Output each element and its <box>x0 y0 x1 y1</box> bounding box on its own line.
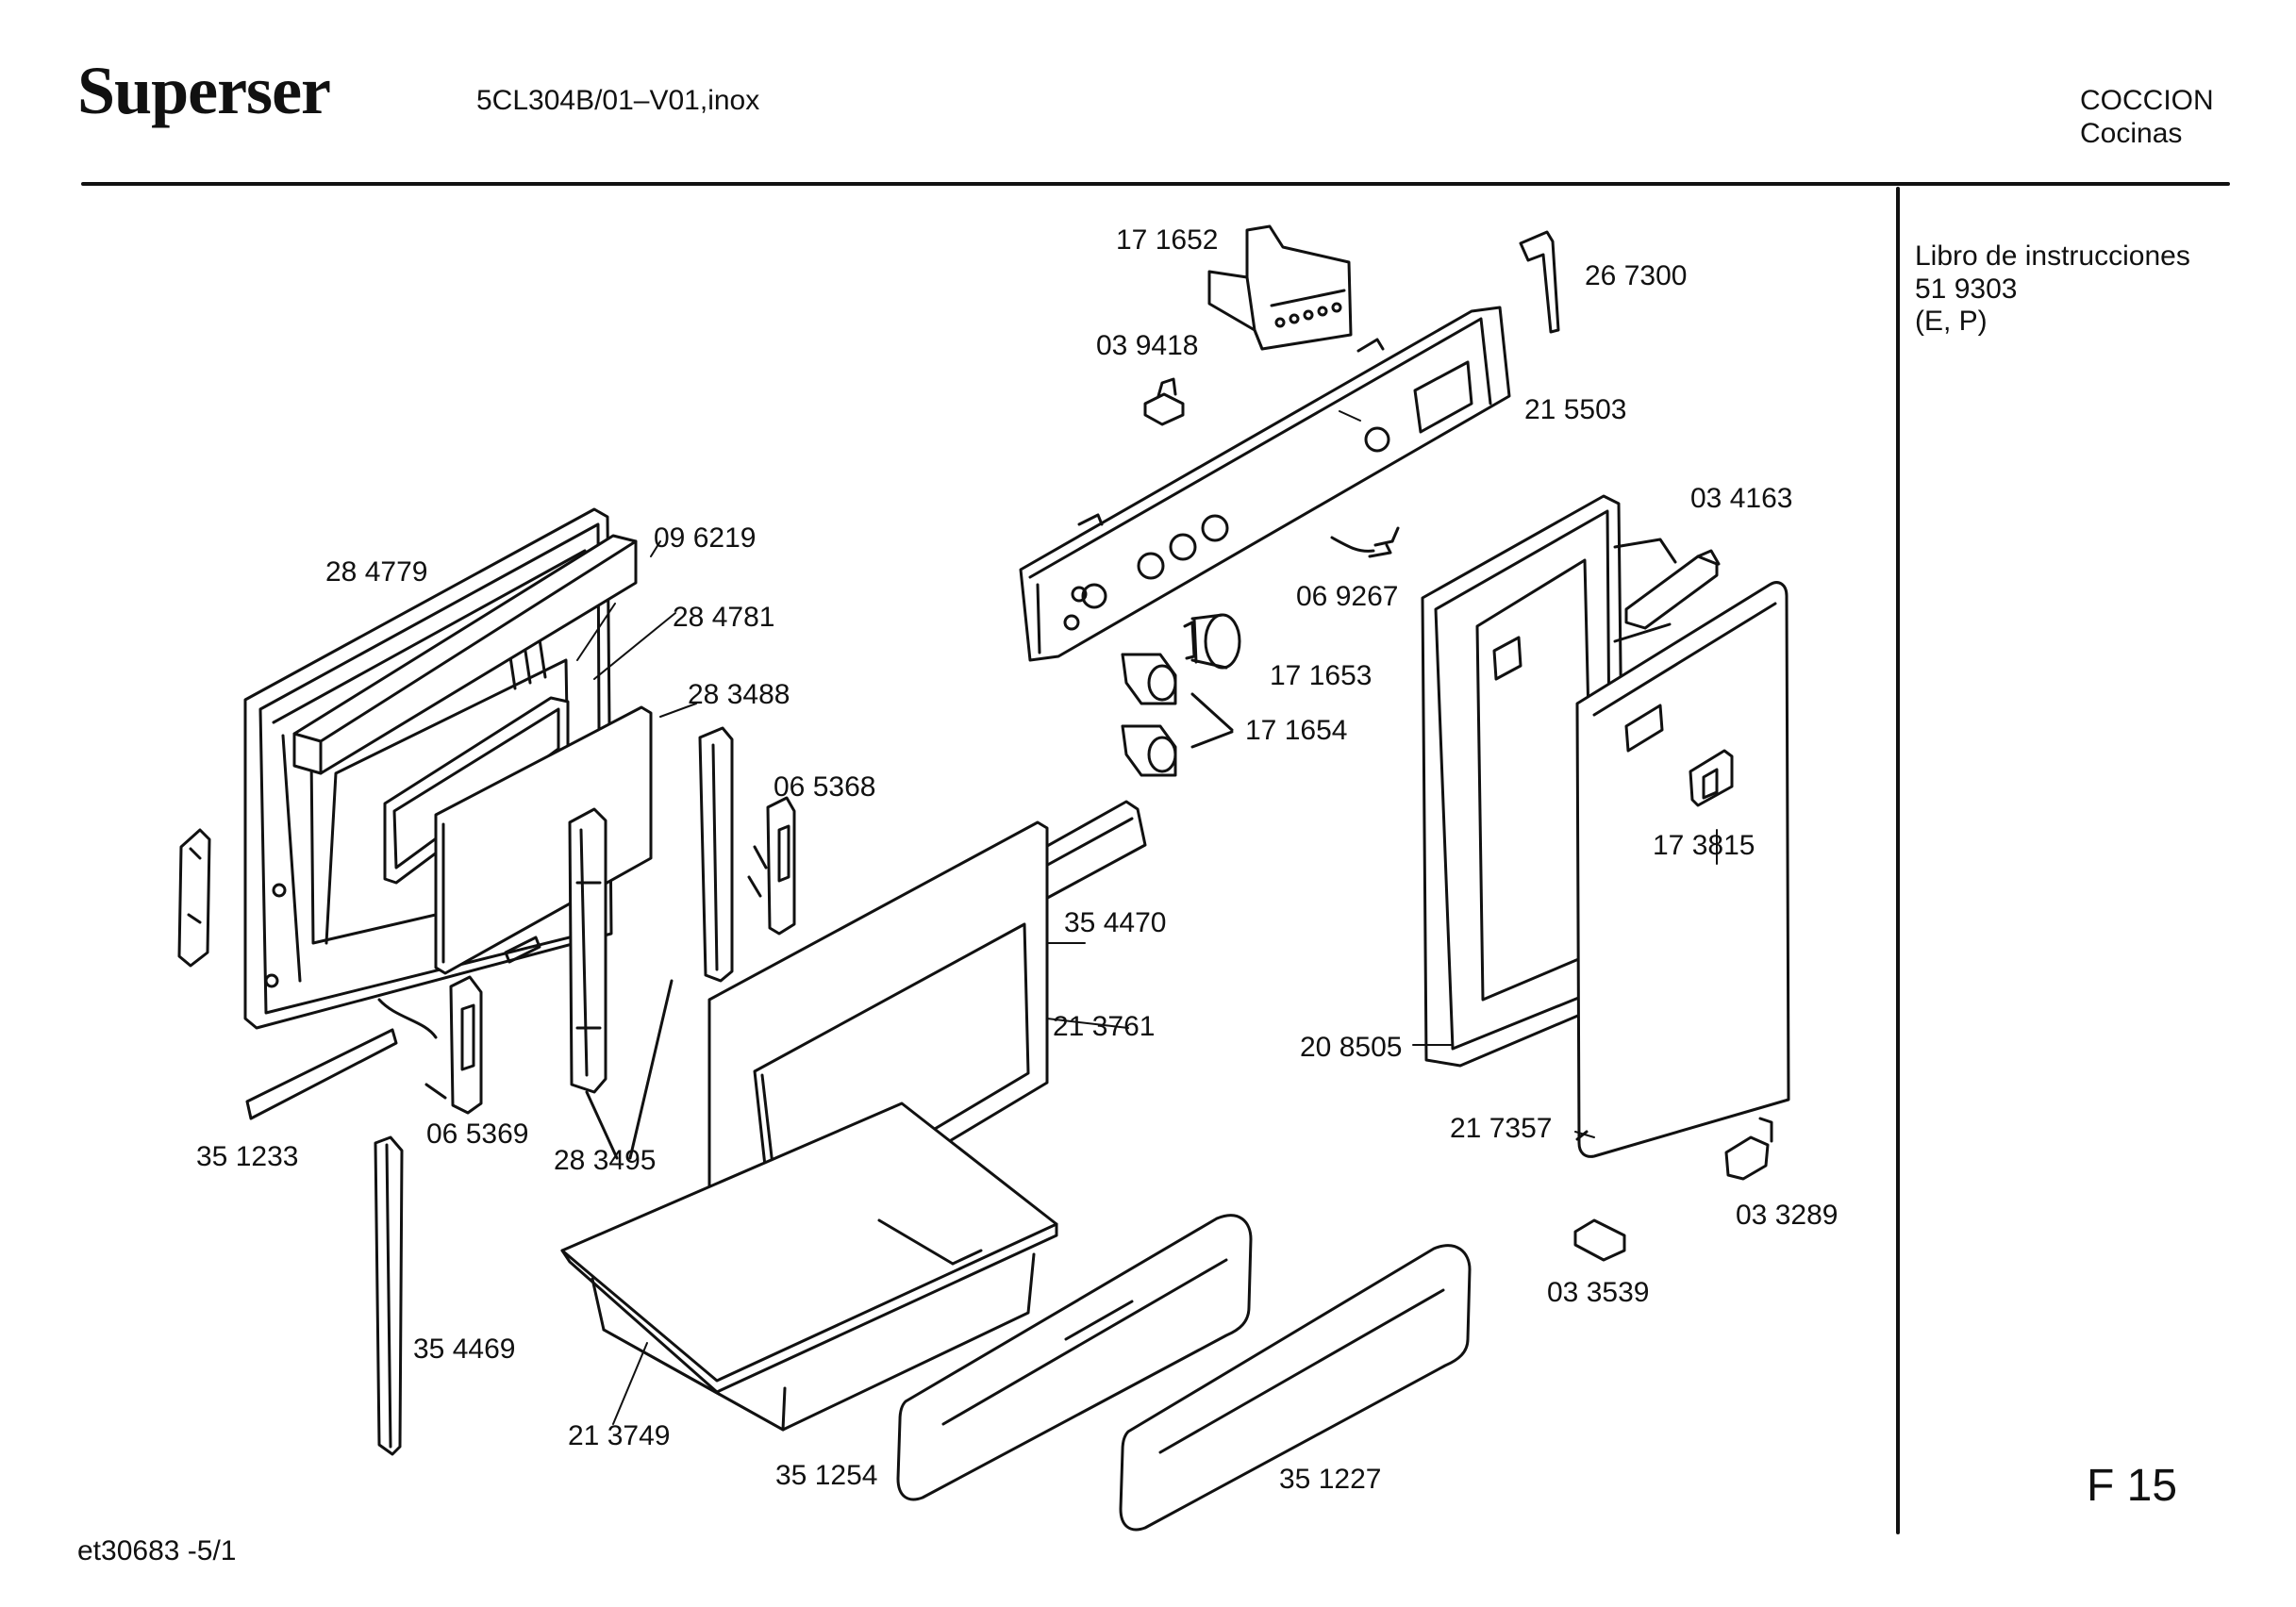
part-label: 35 4469 <box>413 1334 516 1365</box>
leader-lines <box>576 410 1718 1425</box>
manual-title: Libro de instrucciones <box>1915 240 2190 272</box>
part-label: 03 9418 <box>1096 330 1199 361</box>
part-label: 06 5368 <box>774 771 876 803</box>
part-label: 35 1254 <box>775 1460 878 1491</box>
part-label: 26 7300 <box>1585 260 1688 291</box>
page-code: F 15 <box>2087 1461 2178 1511</box>
part-label: 28 3488 <box>688 679 790 710</box>
part-label: 20 8505 <box>1300 1032 1403 1063</box>
part-label: 21 5503 <box>1524 394 1627 425</box>
insulation-drawing <box>292 534 638 775</box>
manual-languages: (E, P) <box>1915 306 1988 337</box>
part-label: 03 4163 <box>1690 483 1793 514</box>
brand-logo: Superser <box>77 53 331 128</box>
strip-354469-drawing <box>374 1135 404 1456</box>
part-label: 17 3815 <box>1653 830 1755 861</box>
part-label: 35 1227 <box>1279 1464 1382 1495</box>
part-label: 21 3749 <box>568 1420 671 1451</box>
part-label: 03 3539 <box>1547 1277 1650 1308</box>
knob-171653-drawing <box>1183 613 1241 670</box>
part-label: 35 4470 <box>1064 907 1167 938</box>
manual-number: 51 9303 <box>1915 273 2018 305</box>
sensor-069267-drawing <box>1330 526 1400 558</box>
plinth-351227-drawing <box>1119 1244 1472 1532</box>
hinge-065368-drawing <box>747 796 796 936</box>
part-label: 03 3289 <box>1736 1200 1838 1231</box>
side-door-drawing <box>1575 581 1790 1158</box>
part-label: 09 6219 <box>654 522 757 554</box>
part-label: 21 3761 <box>1053 1011 1156 1042</box>
part-label: 35 1233 <box>196 1141 299 1172</box>
lamp-holders-drawing <box>1121 653 1234 777</box>
door-runners-drawing <box>568 726 734 1160</box>
model-code: 5CL304B/01–V01,inox <box>476 85 760 116</box>
hinge-065369-drawing <box>377 975 483 1115</box>
part-label: 17 1654 <box>1245 715 1348 746</box>
part-label: 28 4781 <box>673 602 775 633</box>
part-label: 17 1652 <box>1116 224 1219 256</box>
part-label: 06 5369 <box>426 1118 529 1150</box>
side-bracket-drawing <box>177 828 211 968</box>
drawer-drawing <box>560 1102 1058 1432</box>
control-module-drawing <box>1207 224 1353 351</box>
part-label: 06 9267 <box>1296 581 1399 612</box>
part-label: 21 7357 <box>1450 1113 1553 1144</box>
control-panel-drawing <box>1019 306 1511 662</box>
part-label: 28 3495 <box>554 1145 657 1176</box>
latch-034163-drawing <box>1624 549 1721 630</box>
clip-039418-drawing <box>1143 377 1185 426</box>
part-label: 28 4779 <box>325 556 428 588</box>
category-primary: COCCION <box>2080 85 2214 116</box>
part-label: 17 1653 <box>1270 660 1373 691</box>
clip-033539-drawing <box>1573 1218 1626 1262</box>
drawing-id: et30683 -5/1 <box>77 1535 237 1566</box>
strip-351233-drawing <box>245 936 541 1120</box>
bracket-267300-drawing <box>1519 230 1560 334</box>
category-secondary: Cocinas <box>2080 118 2183 149</box>
glass-panel-drawing <box>434 705 653 975</box>
bracket-033289-drawing <box>1724 1117 1773 1181</box>
plinth-351254-drawing <box>896 1214 1253 1501</box>
